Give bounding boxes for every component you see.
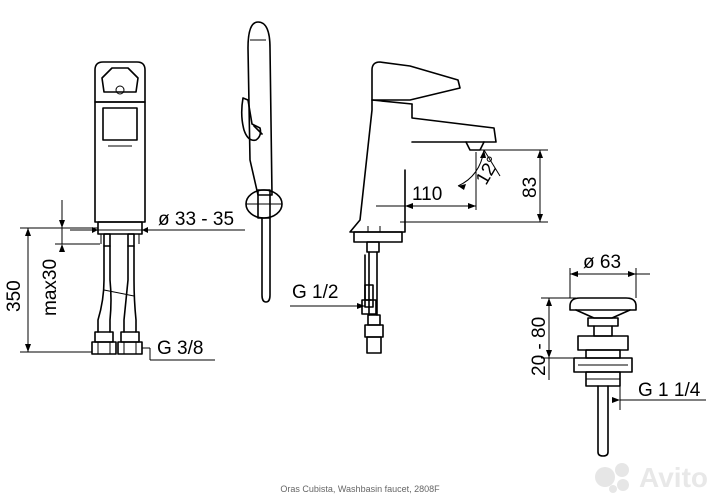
- caption: Oras Cubista, Washbasin faucet, 2808F: [280, 484, 440, 494]
- hand-shower: [240, 21, 283, 303]
- dim-thread-left: G 3/8: [142, 338, 215, 361]
- dim-label-drain-range: 20 - 80: [529, 317, 550, 376]
- avito-watermark-text: Avito: [639, 462, 708, 493]
- dim-drain-diameter: ø 63: [569, 252, 650, 298]
- dim-angle: 12°: [457, 149, 516, 190]
- faucet-front-view: [91, 61, 146, 355]
- dim-spout-height: 83: [400, 149, 548, 223]
- dim-label-spout-height: 83: [520, 177, 541, 198]
- dim-label-thread-drain: G 1 1/4: [638, 380, 701, 401]
- dim-thread-drain: G 1 1/4: [612, 380, 706, 410]
- drain-waste: [569, 297, 637, 457]
- dim-thread-middle: G 1/2: [290, 282, 365, 309]
- dim-max-depth: max30: [40, 200, 100, 316]
- avito-watermark: Avito: [595, 462, 708, 494]
- dim-label-max-depth: max30: [40, 259, 61, 316]
- dim-drain-range: 20 - 80: [529, 297, 576, 380]
- dim-label-height-total: 350: [4, 280, 25, 312]
- dim-label-thread-left: G 3/8: [157, 338, 203, 359]
- dim-height-total: 350: [4, 227, 98, 353]
- dim-reach: 110: [376, 152, 477, 210]
- dim-diameter-left: ø 33 - 35: [70, 209, 245, 233]
- faucet-side-view: [349, 61, 497, 354]
- dim-label-reach: 110: [412, 184, 442, 205]
- dim-label-angle: 12°: [472, 153, 505, 188]
- dim-label-thread-middle: G 1/2: [292, 282, 338, 303]
- dim-label-diameter-left: ø 33 - 35: [158, 209, 234, 230]
- dim-label-drain-diameter: ø 63: [583, 252, 621, 273]
- avito-logo-icon: [595, 463, 635, 493]
